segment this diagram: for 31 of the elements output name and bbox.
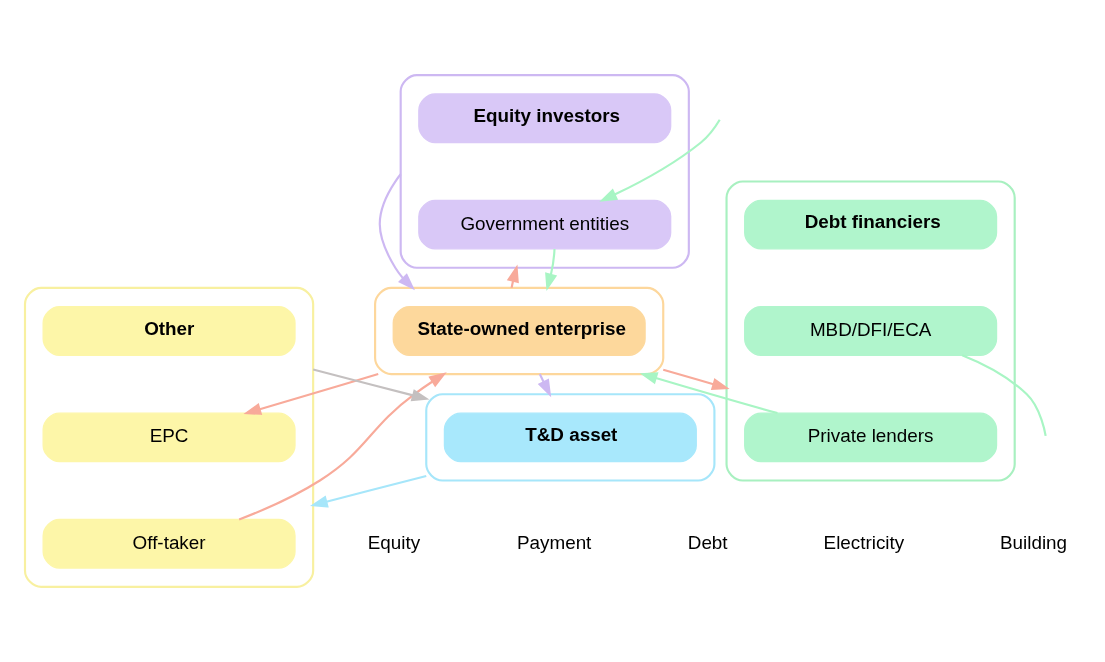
node-box: Debt financiers [744, 199, 998, 250]
node-box: Government entities [418, 199, 672, 250]
node-box: State-owned enterprise [392, 306, 646, 356]
node-box: EPC [42, 412, 296, 463]
cluster [23, 286, 315, 588]
arrow [662, 368, 730, 390]
arrow [238, 372, 447, 521]
node-box: T&D asset [443, 412, 697, 463]
node-box: Equity investors [418, 93, 672, 144]
cluster [725, 180, 1016, 482]
legend-label: Debt [687, 531, 728, 553]
arrow [243, 373, 379, 415]
node-box: Other [42, 306, 296, 356]
arrow [639, 372, 778, 415]
cluster [425, 393, 716, 482]
arrow [312, 368, 430, 402]
arrow [545, 248, 558, 292]
node-box: Off-taker [42, 518, 296, 569]
legend-label: Payment [517, 531, 592, 553]
arrow [310, 474, 427, 508]
cluster [374, 286, 665, 376]
legend-label: Equity [367, 531, 421, 553]
legend-label: Building [1000, 531, 1068, 553]
node-box: MBD/DFI/ECA [744, 306, 998, 356]
connector [961, 354, 1047, 437]
arrow [378, 173, 415, 291]
arrow [599, 119, 721, 202]
legend-label: Electricity [823, 531, 905, 553]
cluster [399, 74, 690, 269]
arrow [537, 373, 552, 398]
node-box: Private lenders [744, 412, 998, 463]
